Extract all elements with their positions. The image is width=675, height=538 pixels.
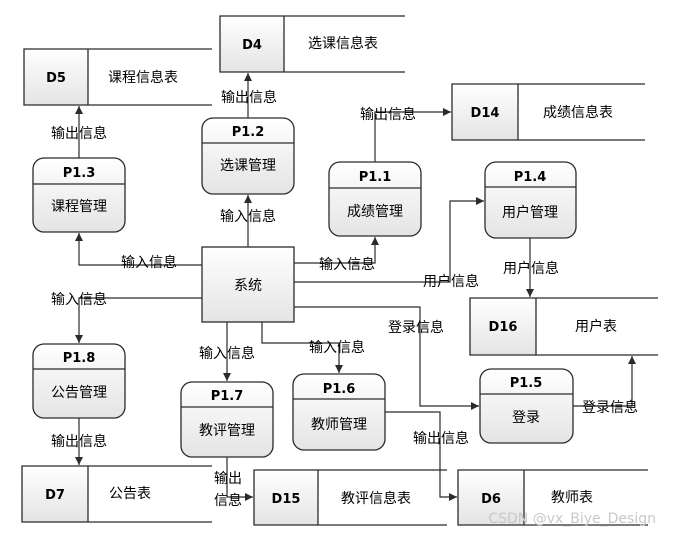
process-p1-1: P1.1 成绩管理 — [328, 161, 422, 237]
label-output-d5: 输出信息 — [51, 125, 107, 142]
process-p1-6-id: P1.6 — [323, 382, 356, 397]
store-d15-id: D15 — [272, 492, 301, 507]
process-p1-2: P1.2 选课管理 — [201, 117, 295, 195]
store-d6-id: D6 — [481, 492, 501, 507]
process-p1-1-name: 成绩管理 — [347, 204, 403, 220]
label-output-d4: 输出信息 — [221, 89, 277, 106]
process-p1-5-name: 登录 — [512, 410, 540, 426]
store-d6-name: 教师表 — [551, 490, 593, 506]
process-p1-4-id: P1.4 — [514, 170, 547, 185]
process-p1-2-id: P1.2 — [232, 125, 265, 140]
store-d6: D6 教师表 — [457, 469, 648, 526]
process-p1-1-id: P1.1 — [359, 170, 392, 185]
store-d5-name: 课程信息表 — [108, 69, 178, 86]
label-input-p1-7: 输入信息 — [199, 345, 255, 362]
label-input-p1-6: 输入信息 — [309, 339, 365, 356]
process-p1-7-name: 教评管理 — [199, 423, 255, 439]
system-name: 系统 — [234, 278, 262, 294]
process-p1-8-id: P1.8 — [63, 351, 96, 366]
label-output-d14: 输出信息 — [360, 106, 416, 123]
store-d14: D14 成绩信息表 — [451, 83, 645, 141]
flow-system-to-p1-4 — [294, 197, 484, 283]
system-node: 系统 — [201, 246, 295, 323]
store-d14-name: 成绩信息表 — [543, 104, 613, 121]
flow-p1-5-to-d16 — [573, 356, 636, 407]
flow-p1-7-to-d15 — [226, 457, 253, 501]
process-p1-3-name: 课程管理 — [51, 199, 107, 215]
label-input-p1-8: 输入信息 — [51, 291, 107, 308]
store-d16: D16 用户表 — [469, 297, 658, 356]
label-output-d7: 输出信息 — [51, 433, 107, 450]
label-output-d15-line2: 信息 — [214, 492, 242, 509]
store-d4: D4 选课信息表 — [219, 15, 405, 73]
store-d16-id: D16 — [489, 320, 518, 335]
process-p1-5-id: P1.5 — [510, 376, 543, 391]
store-d14-id: D14 — [471, 106, 500, 121]
process-p1-6: P1.6 教师管理 — [292, 373, 386, 451]
flow-p1-1-to-d14 — [374, 108, 451, 162]
store-d5: D5 课程信息表 — [23, 48, 212, 106]
store-d5-id: D5 — [46, 71, 66, 86]
label-output-d6: 输出信息 — [413, 430, 469, 447]
flow-system-to-p1-1 — [294, 237, 379, 264]
store-d15: D15 教评信息表 — [253, 469, 447, 526]
store-d4-id: D4 — [242, 38, 262, 53]
process-p1-7: P1.7 教评管理 — [180, 381, 274, 458]
process-p1-7-id: P1.7 — [211, 389, 244, 404]
store-d7-id: D7 — [45, 488, 65, 503]
process-p1-6-name: 教师管理 — [311, 417, 367, 433]
store-d15-name: 教评信息表 — [341, 490, 411, 507]
label-input-p1-1: 输入信息 — [319, 256, 375, 273]
label-output-d15-line1: 输出 — [214, 471, 242, 487]
process-p1-4-name: 用户管理 — [502, 204, 558, 221]
store-d16-name: 用户表 — [575, 318, 617, 335]
store-d4-name: 选课信息表 — [308, 35, 378, 52]
store-d7: D7 公告表 — [21, 465, 212, 523]
label-input-p1-3: 输入信息 — [121, 254, 177, 271]
flow-system-to-p1-3 — [75, 233, 202, 266]
process-p1-8-name: 公告管理 — [51, 385, 107, 401]
process-p1-5: P1.5 登录 — [479, 368, 574, 444]
process-p1-3: P1.3 课程管理 — [32, 157, 126, 233]
flow-system-to-p1-6 — [261, 322, 343, 373]
label-user-info-p1-4: 用户信息 — [423, 273, 479, 290]
process-p1-8: P1.8 公告管理 — [32, 343, 126, 419]
process-p1-3-id: P1.3 — [63, 166, 96, 181]
label-input-p1-2: 输入信息 — [220, 208, 276, 225]
store-d7-name: 公告表 — [109, 486, 151, 502]
label-user-info-d16: 用户信息 — [503, 260, 559, 277]
flow-system-to-p1-5 — [294, 306, 479, 410]
flow-system-to-p1-8 — [75, 297, 202, 343]
label-login-info-p1-5: 登录信息 — [388, 319, 444, 336]
watermark: CSDN @vx_Biye_Design — [488, 511, 656, 527]
label-login-info-d16: 登录信息 — [582, 399, 638, 416]
process-p1-4: P1.4 用户管理 — [484, 161, 577, 239]
flow-p1-6-to-d6 — [385, 411, 457, 501]
process-p1-2-name: 选课管理 — [220, 158, 276, 174]
